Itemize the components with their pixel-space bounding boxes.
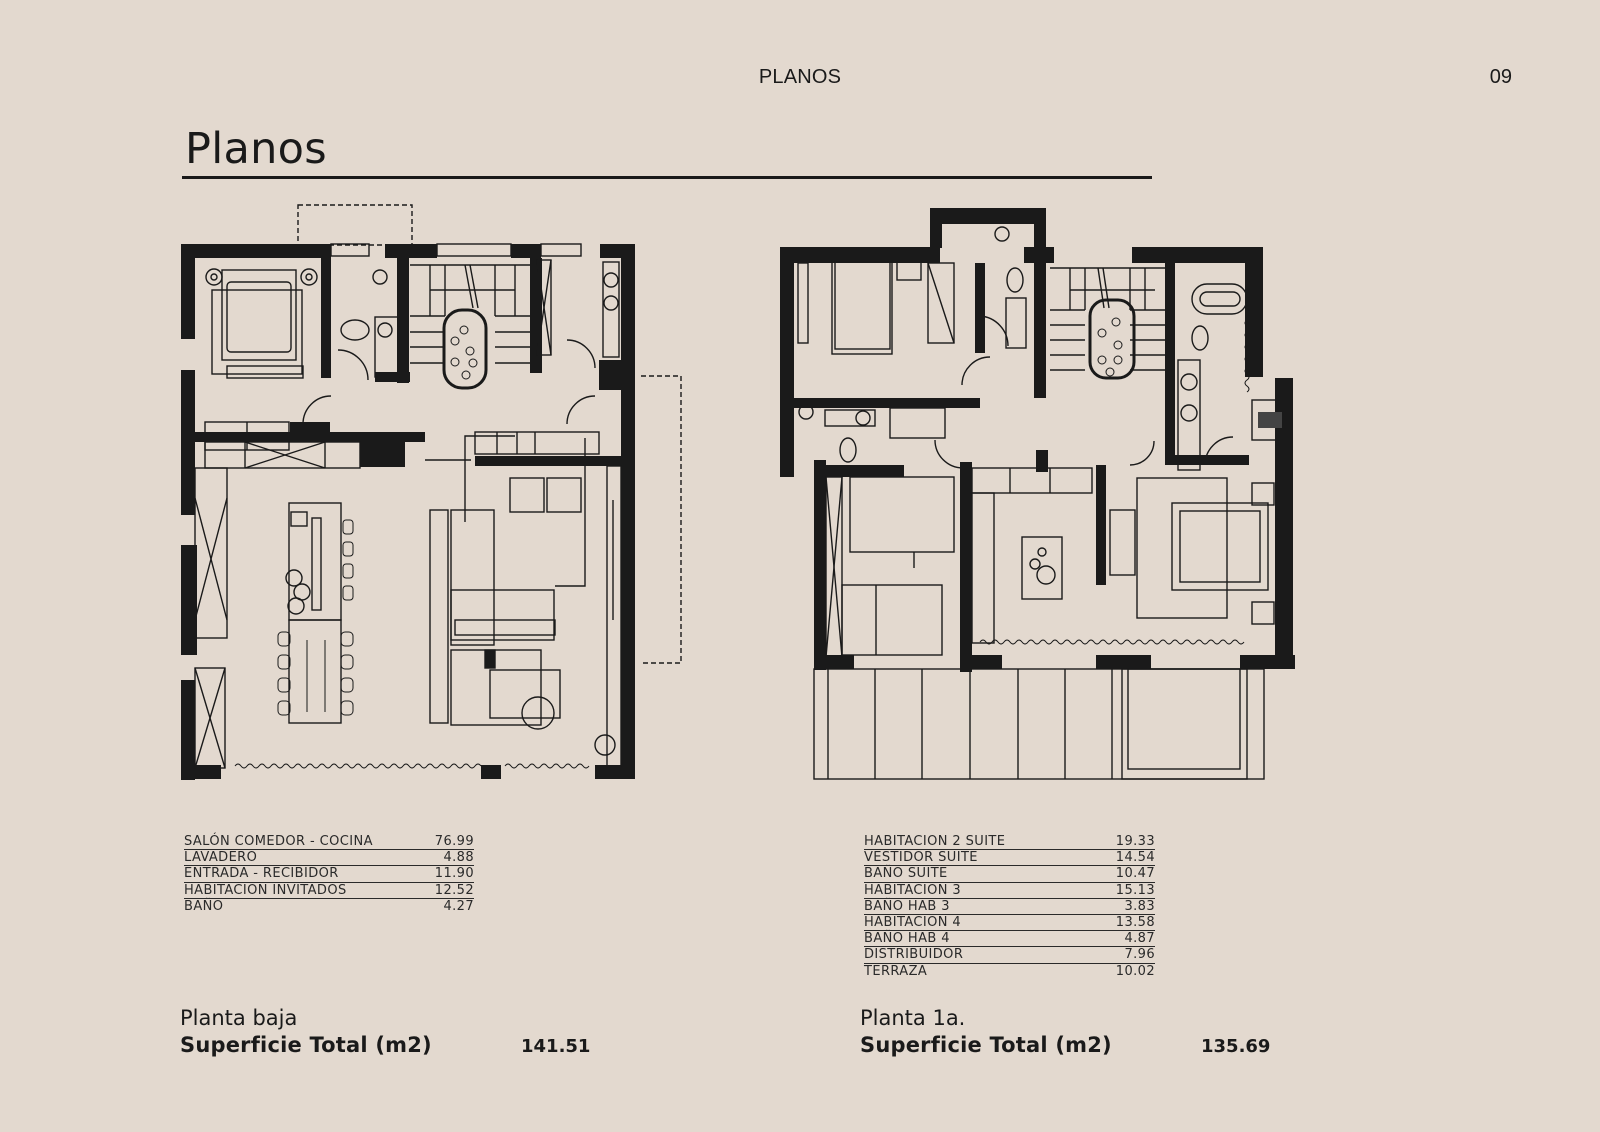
room-area: 11.90 bbox=[434, 866, 474, 882]
room-name: BAÑO HAB 4 bbox=[864, 931, 950, 947]
ground-floor-label: Planta baja bbox=[180, 1006, 298, 1030]
ground-floor-area-table: SALÓN COMEDOR - COCINA 76.99 LAVADERO 4.88… bbox=[184, 834, 474, 915]
table-row: VESTIDOR SUITE 14.54 bbox=[864, 850, 1155, 867]
room-area: 10.02 bbox=[1115, 963, 1155, 979]
table-row: HABITACION INVITADOS 12.52 bbox=[184, 883, 474, 899]
room-area: 4.88 bbox=[443, 850, 474, 866]
room-name: ENTRADA - RECIBIDOR bbox=[184, 866, 339, 882]
ground-floor-plan bbox=[175, 200, 685, 800]
room-name: VESTIDOR SUITE bbox=[864, 850, 978, 866]
room-area: 7.96 bbox=[1124, 947, 1155, 963]
room-name: HABITACION 2 SUITE bbox=[864, 834, 1006, 849]
table-row: ENTRADA - RECIBIDOR 11.90 bbox=[184, 866, 474, 883]
first-floor-total-value: 135.69 bbox=[1201, 1036, 1271, 1057]
table-row: DISTRIBUIDOR 7.96 bbox=[864, 947, 1155, 964]
table-row: TERRAZA 10.02 bbox=[864, 964, 1155, 980]
table-row: HABITACION 4 13.58 bbox=[864, 914, 1155, 932]
room-area: 15.13 bbox=[1115, 882, 1155, 898]
room-area: 10.47 bbox=[1115, 866, 1155, 882]
room-name: BAÑO HAB 3 bbox=[864, 898, 950, 914]
ground-floor-total-label: Superficie Total (m2) bbox=[180, 1033, 432, 1057]
room-name: DISTRIBUIDOR bbox=[864, 947, 964, 963]
table-row: HABITACION 3 15.13 bbox=[864, 883, 1155, 899]
room-area: 4.87 bbox=[1124, 931, 1155, 947]
room-area: 13.58 bbox=[1115, 914, 1155, 930]
room-area: 14.54 bbox=[1115, 850, 1155, 866]
room-area: 19.33 bbox=[1115, 834, 1155, 849]
room-area: 3.83 bbox=[1124, 898, 1155, 914]
table-row: BAÑO SUITE 10.47 bbox=[864, 866, 1155, 883]
page-title: Planos bbox=[185, 124, 327, 174]
room-name: HABITACION INVITADOS bbox=[184, 882, 347, 898]
room-name: BAÑO SUITE bbox=[864, 866, 948, 882]
section-label: PLANOS bbox=[758, 66, 842, 88]
room-name: TERRAZA bbox=[864, 963, 928, 979]
table-row: LAVADERO 4.88 bbox=[184, 850, 474, 867]
ground-floor-total-value: 141.51 bbox=[521, 1036, 591, 1057]
room-name: HABITACION 4 bbox=[864, 914, 962, 930]
table-row: SALÓN COMEDOR - COCINA 76.99 bbox=[184, 834, 474, 851]
room-name: LAVADERO bbox=[184, 850, 258, 866]
table-row: HABITACION 2 SUITE 19.33 bbox=[864, 834, 1155, 851]
first-floor-plan bbox=[780, 200, 1330, 800]
room-name: BAÑO bbox=[184, 898, 224, 914]
table-row: BAÑO HAB 4 4.87 bbox=[864, 931, 1155, 948]
first-floor-total-label: Superficie Total (m2) bbox=[860, 1033, 1112, 1057]
room-area: 4.27 bbox=[443, 898, 474, 914]
page-number: 09 bbox=[1489, 66, 1512, 88]
title-divider bbox=[182, 176, 1152, 179]
room-name: SALÓN COMEDOR - COCINA bbox=[184, 834, 373, 849]
page-header: PLANOS 09 bbox=[0, 66, 1600, 90]
first-floor-label: Planta 1a. bbox=[860, 1006, 966, 1030]
room-area: 76.99 bbox=[434, 834, 474, 849]
table-row: BAÑO 4.27 bbox=[184, 899, 474, 915]
room-area: 12.52 bbox=[434, 882, 474, 898]
table-row: BAÑO HAB 3 3.83 bbox=[864, 899, 1155, 915]
room-name: HABITACION 3 bbox=[864, 882, 962, 898]
first-floor-area-table: HABITACION 2 SUITE 19.33 VESTIDOR SUITE 14… bbox=[864, 834, 1155, 980]
